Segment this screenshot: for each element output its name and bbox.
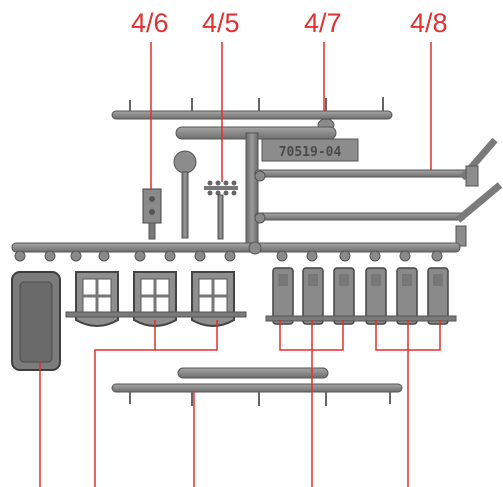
shutter-5 <box>396 267 418 325</box>
shutter-2 <box>302 267 324 325</box>
door-panel-part <box>11 271 61 371</box>
shutter-1 <box>272 267 294 325</box>
leader-bottom-2 <box>94 320 218 487</box>
shutter-6 <box>427 267 449 325</box>
sprue-rail-middle <box>11 241 461 262</box>
callout-label-4-7: 4/7 <box>304 8 342 38</box>
window-frame-2 <box>133 271 177 327</box>
window-frame-1 <box>75 271 119 327</box>
callout-label-4-5: 4/5 <box>202 8 240 38</box>
window-frame-3 <box>191 271 235 327</box>
callout-label-4-6: 4/6 <box>131 8 169 38</box>
shutter-3 <box>333 267 355 325</box>
sprue-id-text: 70519-04 <box>279 145 342 160</box>
sprue-id-plate: 70519-04 <box>261 138 359 162</box>
callout-label-4-8: 4/8 <box>410 8 448 38</box>
lamp-disc-part <box>173 150 197 239</box>
sprue-rail-bottom <box>111 383 403 406</box>
signal-part-4-6 <box>142 188 162 240</box>
leader-lines <box>39 42 441 487</box>
arm-parts-4-7-4-8 <box>455 137 503 247</box>
shutter-parts <box>265 267 457 325</box>
window-frame-parts <box>65 271 247 327</box>
sprue-rail-top <box>111 97 393 132</box>
sprue-connector-bottom <box>177 367 329 379</box>
sprue-frame <box>175 126 471 246</box>
insulator-part-4-5 <box>204 180 238 240</box>
